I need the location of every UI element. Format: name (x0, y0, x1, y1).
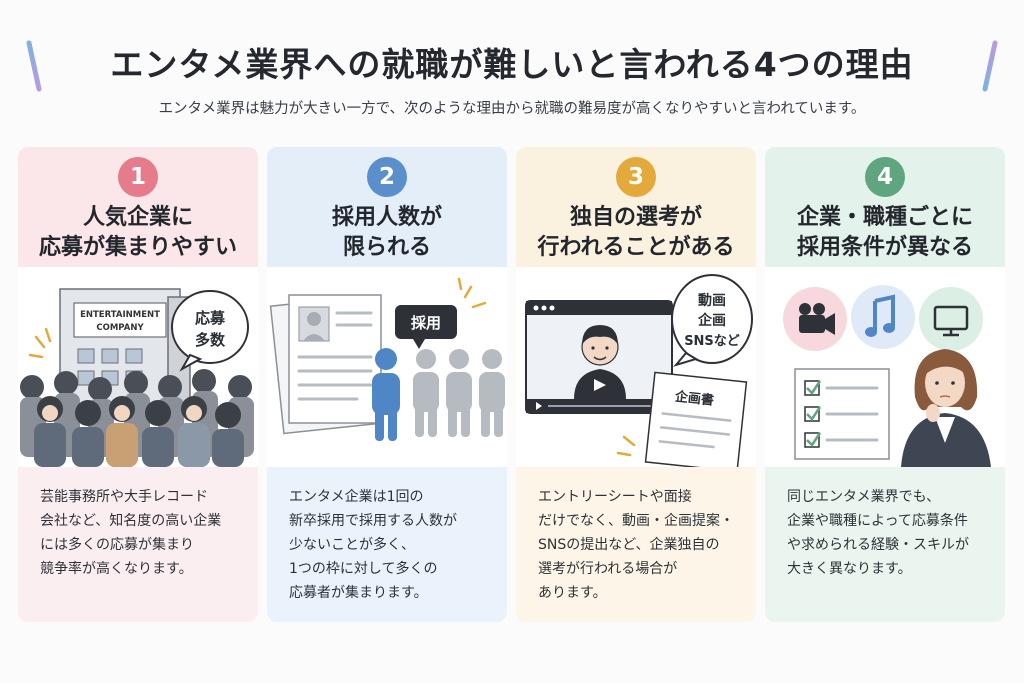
speech-bubble (171, 290, 249, 364)
video-selection-illustration: 動画 企画 SNSなど 企画書 (525, 274, 753, 467)
selected-candidate (372, 348, 400, 441)
hiring-badge-text: 採用 (411, 314, 441, 332)
checklist (794, 368, 890, 460)
card-body: 芸能事務所や大手レコード 会社など、知名度の高い企業 には多くの応募が集まり 競… (18, 467, 258, 622)
page-title: エンタメ業界への就職が難しいと言われる4つの理由 (110, 45, 914, 84)
card-number-badge: 4 (865, 157, 905, 197)
card-title: 独自の選考が 行われることがある (537, 205, 735, 260)
card-description: 芸能事務所や大手レコード 会社など、知名度の高い企業 には多くの応募が集まり 競… (40, 489, 222, 577)
decorative-stroke-right (982, 40, 998, 92)
planning-document: 企画書 (644, 371, 748, 467)
limited-hiring-illustration: 採用 (269, 277, 505, 441)
card-header: 4 企業・職種ごとに 採用条件が異なる (765, 147, 1005, 267)
card-description: エントリーシートや面接 だけでなく、動画・企画提案・ SNSの提出など、企業独自… (538, 489, 734, 601)
card-header: 3 独自の選考が 行われることがある (516, 147, 756, 267)
card-illustration: 採用 (267, 267, 507, 467)
card-number-badge: 3 (616, 157, 656, 197)
bubble-text-line1: 動画 (698, 292, 726, 309)
card-description: エンタメ企業は1回の 新卒採用で採用する人数が 少ないことが多く、 1つの枠に対… (289, 489, 457, 601)
card-illustration: ENTERTAINMENT COMPANY 応募 多数 (18, 267, 258, 467)
bubble-text-line2: 多数 (195, 331, 226, 349)
job-requirements-illustration (783, 285, 991, 467)
card-title: 採用人数が 限られる (331, 205, 442, 260)
card-title: 人気企業に 応募が集まりやすい (38, 205, 237, 260)
building-sign (73, 302, 167, 338)
reason-cards: 1 人気企業に 応募が集まりやすい ENTERTAINMENT COMPANY … (18, 147, 1006, 622)
card-body: エントリーシートや面接 だけでなく、動画・企画提案・ SNSの提出など、企業独自… (516, 467, 756, 622)
card-header: 1 人気企業に 応募が集まりやすい (18, 147, 258, 267)
movie-camera-icon (783, 287, 847, 351)
reason-card-4: 4 企業・職種ごとに 採用条件が異なる (765, 147, 1005, 622)
decorative-stroke-left (26, 40, 42, 92)
crowd-building-illustration: ENTERTAINMENT COMPANY 応募 多数 (20, 288, 254, 467)
other-applicants (413, 349, 505, 437)
card-description: 同じエンタメ業界でも、 企業や職種によって応募条件 や求められる経験・スキルが … (787, 489, 969, 577)
card-illustration (765, 267, 1005, 467)
card-number-badge: 1 (118, 157, 158, 197)
bubble-text-line3: SNSなど (684, 334, 740, 349)
building-sign-line1: ENTERTAINMENT (80, 310, 160, 320)
video-player (525, 300, 673, 414)
reason-card-3: 3 独自の選考が 行われることがある (516, 147, 756, 622)
card-header: 2 採用人数が 限られる (267, 147, 507, 267)
reason-card-2: 2 採用人数が 限られる (267, 147, 507, 622)
card-number-badge: 2 (367, 157, 407, 197)
card-illustration: 動画 企画 SNSなど 企画書 (516, 267, 756, 467)
crowd-of-applicants (20, 369, 254, 467)
card-title: 企業・職種ごとに 採用条件が異なる (796, 205, 973, 260)
hiring-badge (395, 305, 457, 339)
card-body: エンタメ企業は1回の 新卒採用で採用する人数が 少ないことが多く、 1つの枠に対… (267, 467, 507, 622)
reason-card-1: 1 人気企業に 応募が集まりやすい ENTERTAINMENT COMPANY … (18, 147, 258, 622)
thinking-person (901, 349, 991, 467)
resume-documents (269, 294, 382, 435)
monitor-icon (919, 287, 983, 351)
speech-bubble (671, 274, 753, 364)
accent-lines (28, 327, 52, 359)
page-subtitle: エンタメ業界は魅力が大きい一方で、次のような理由から就職の難易度が高くなりやすい… (158, 101, 866, 117)
card-body: 同じエンタメ業界でも、 企業や職種によって応募条件 や求められる経験・スキルが … (765, 467, 1005, 622)
building-sign-line2: COMPANY (96, 323, 144, 333)
music-note-icon (851, 285, 915, 349)
bubble-text-line2: 企画 (697, 312, 726, 329)
bubble-text-line1: 応募 (195, 309, 226, 327)
document-title: 企画書 (673, 389, 714, 409)
